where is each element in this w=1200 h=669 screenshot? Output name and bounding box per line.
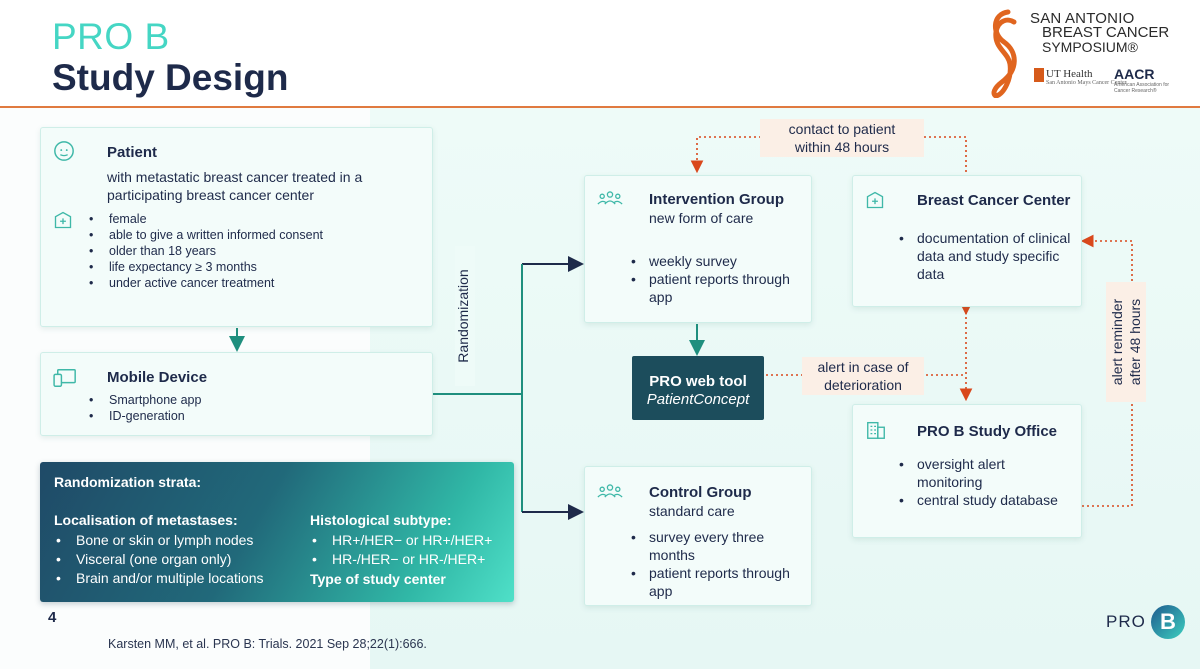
aacr-logo: AACR American Association for Cancer Res… [1114, 66, 1180, 94]
strata-title: Randomization strata: [54, 474, 202, 490]
list-item: weekly survey [629, 252, 799, 270]
title-kicker: PRO B [52, 16, 170, 57]
alert-label: alert in case of deterioration [802, 357, 924, 395]
contact-arrow [690, 136, 967, 174]
aacr-text: AACR [1114, 66, 1155, 82]
patient-box: Patient with metastatic breast cancer tr… [40, 127, 433, 327]
intervention-title: Intervention Group [649, 191, 784, 208]
randomization-strata-panel: Randomization strata: Localisation of me… [40, 462, 514, 602]
ut-health-subtext: San Antonio Mays Cancer Center [1046, 80, 1127, 86]
logo-line-3: SYMPOSIUM® [1042, 39, 1138, 55]
histological-heading: Histological subtype: [310, 512, 452, 528]
patient-criteria-list: female able to give a written informed c… [87, 211, 323, 291]
ut-health-logo: UT Health San Antonio Mays Cancer Center [1046, 68, 1127, 86]
hospital-icon [866, 191, 884, 209]
list-item: documentation of clinical data and study… [897, 229, 1071, 283]
contact-label: contact to patient within 48 hours [760, 119, 924, 157]
list-item: older than 18 years [87, 243, 323, 259]
logo-line-1: SAN ANTONIO [1030, 10, 1135, 27]
control-group-box: Control Group standard care survey every… [584, 466, 812, 606]
sabcs-logo: SAN ANTONIO BREAST CANCER SYMPOSIUM® UT … [984, 8, 1180, 100]
breast-cancer-center-box: Breast Cancer Center documentation of cl… [852, 175, 1082, 307]
alert-label-line-1: alert in case of [817, 359, 909, 375]
group-icon [597, 484, 623, 498]
mobile-device-box: Mobile Device Smartphone app ID-generati… [40, 352, 433, 436]
alert-label-line-2: deterioration [824, 377, 902, 393]
contact-label-line-2: within 48 hours [794, 139, 890, 155]
webtool-product: PatientConcept [646, 391, 750, 408]
control-subtitle: standard care [649, 503, 735, 519]
office-list: oversight alert monitoring central study… [897, 455, 1073, 509]
reminder-label: alert reminder after 48 hours [1106, 282, 1146, 402]
list-item: patient reports through app [629, 270, 799, 306]
prob-logo-letter: B [1151, 605, 1185, 639]
reminder-arrow [1080, 234, 1133, 507]
ut-health-icon [1034, 68, 1044, 82]
list-item: able to give a written informed consent [87, 227, 323, 243]
list-item: patient reports through app [629, 564, 801, 600]
prob-logo-text: PRO [1106, 612, 1146, 631]
study-center-type: Type of study center [310, 571, 446, 587]
intervention-list: weekly survey patient reports through ap… [629, 252, 799, 306]
list-item: Visceral (one organ only) [54, 550, 264, 569]
webtool-name: PRO web tool [649, 373, 747, 390]
control-title: Control Group [649, 484, 752, 501]
patient-face-icon [54, 141, 74, 161]
ribbon-icon [991, 9, 1017, 98]
study-office-box: PRO B Study Office oversight alert monit… [852, 404, 1082, 538]
office-title: PRO B Study Office [917, 423, 1058, 440]
mobile-device-icon [53, 369, 76, 387]
center-list: documentation of clinical data and study… [897, 229, 1071, 283]
mobile-device-list: Smartphone app ID-generation [87, 392, 201, 424]
patient-subtitle-2: participating breast cancer center [107, 187, 314, 203]
pro-web-tool-box: PRO web tool PatientConcept [632, 356, 764, 420]
list-item: Smartphone app [87, 392, 201, 408]
list-item: HR+/HER− or HR+/HER+ [310, 531, 492, 550]
aacr-subtext: American Association for Cancer Research… [1114, 82, 1170, 94]
citation: Karsten MM, et al. PRO B: Trials. 2021 S… [108, 637, 427, 651]
medical-plus-icon [54, 211, 72, 229]
intervention-subtitle: new form of care [649, 210, 754, 226]
page-number: 4 [48, 609, 57, 626]
mobile-device-title: Mobile Device [107, 369, 208, 386]
list-item: under active cancer treatment [87, 275, 323, 291]
list-item: life expectancy ≥ 3 months [87, 259, 323, 275]
histological-list: HR+/HER− or HR+/HER+ HR-/HER− or HR-/HER… [310, 531, 492, 569]
intervention-group-box: Intervention Group new form of care week… [584, 175, 812, 323]
header-divider [0, 106, 1200, 108]
list-item: female [87, 211, 323, 227]
list-item: HR-/HER− or HR-/HER+ [310, 550, 492, 569]
contact-label-line-1: contact to patient [788, 121, 896, 137]
prob-logo: PRO B [1106, 604, 1192, 644]
list-item: Brain and/or multiple locations [54, 569, 264, 588]
patient-title: Patient [107, 144, 158, 161]
ut-health-text: UT Health [1046, 68, 1093, 80]
reminder-label-line-2: after 48 hours [1127, 298, 1143, 386]
list-item: ID-generation [87, 408, 201, 424]
list-item: oversight alert monitoring [897, 455, 1073, 491]
patient-subtitle-1: with metastatic breast cancer treated in… [107, 169, 363, 185]
control-list: survey every three months patient report… [629, 528, 801, 600]
building-icon [867, 421, 885, 439]
list-item: Bone or skin or lymph nodes [54, 531, 264, 550]
list-item: central study database [897, 491, 1073, 509]
center-title: Breast Cancer Center [917, 192, 1071, 209]
reminder-label-line-1: alert reminder [1109, 298, 1125, 386]
page-title: Study Design [52, 57, 289, 98]
group-icon [597, 191, 623, 205]
randomization-label: Randomization [455, 246, 475, 386]
logo-line-2: BREAST CANCER [1042, 24, 1170, 41]
localisation-list: Bone or skin or lymph nodes Visceral (on… [54, 531, 264, 588]
list-item: survey every three months [629, 528, 801, 564]
localisation-heading: Localisation of metastases: [54, 512, 238, 528]
